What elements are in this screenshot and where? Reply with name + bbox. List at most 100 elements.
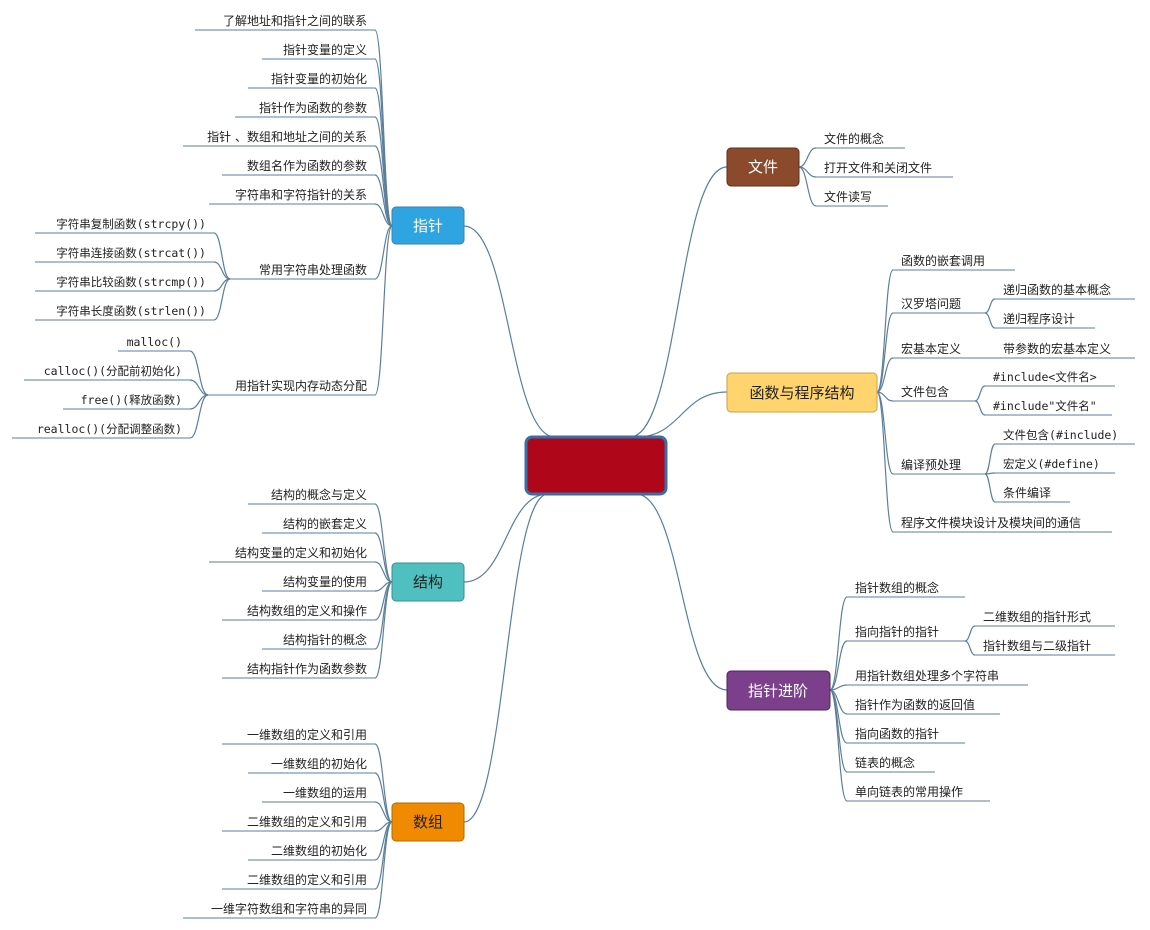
branch-node-pointer[interactable]: 指针	[391, 206, 465, 245]
advanced-ptr-array[interactable]: 指针数组的概念	[847, 580, 965, 598]
function-include-label: 文件包含	[901, 384, 949, 399]
function-modules[interactable]: 程序文件模块设计及模块间的通信	[893, 515, 1112, 533]
struct-item-0-label: 结构的概念与定义	[271, 487, 367, 502]
pointer-item-4[interactable]: 指针 、数组和地址之间的关系	[183, 129, 375, 147]
connector-array-item-2	[374, 801, 393, 823]
array-item-4[interactable]: 二维数组的初始化	[248, 843, 375, 861]
struct-item-4[interactable]: 结构数组的定义和操作	[222, 603, 375, 621]
dynamic-func-2[interactable]: free()(释放函数)	[63, 393, 190, 410]
pointer-item-1[interactable]: 指针变量的定义	[262, 42, 375, 60]
pointer-dynamic-alloc[interactable]: 用指针实现内存动态分配	[208, 378, 375, 396]
hanoi-item-0[interactable]: 递归函数的基本概念	[995, 282, 1135, 300]
branch-label-struct: 结构	[413, 573, 443, 591]
include-item-1[interactable]: #include"文件名"	[985, 399, 1112, 416]
advanced-item-1-label: 指针作为函数的返回值	[855, 697, 975, 712]
pointer-item-3[interactable]: 指针作为函数的参数	[235, 100, 375, 118]
preprocess-item-0-label: 文件包含(#include)	[1003, 428, 1118, 442]
function-hanoi[interactable]: 汉罗塔问题	[893, 297, 985, 314]
string-func-3[interactable]: 字符串长度函数(strlen())	[35, 304, 214, 321]
file-item-2[interactable]: 文件读写	[816, 189, 888, 207]
include-item-0[interactable]: #include<文件名>	[985, 370, 1115, 387]
connector-center-array	[463, 493, 549, 823]
string-func-2-label: 字符串比较函数(strcmp())	[56, 275, 206, 289]
pointer-item-0[interactable]: 了解地址和指针之间的联系	[195, 13, 375, 31]
connector-center-struct	[463, 493, 549, 583]
advanced-item-1[interactable]: 指针作为函数的返回值	[847, 697, 1000, 715]
connector-struct-item-2	[374, 561, 393, 583]
connector-center-file	[629, 166, 728, 438]
branch-label-array: 数组	[413, 813, 443, 831]
advanced-ptr-to-ptr[interactable]: 指向指针的指针	[847, 624, 965, 642]
pointer-item-2[interactable]: 指针变量的初始化	[248, 71, 375, 89]
array-item-3-label: 二维数组的定义和引用	[247, 814, 367, 829]
hanoi-item-1[interactable]: 递归程序设计	[995, 311, 1095, 329]
function-include[interactable]: 文件包含	[893, 384, 975, 402]
preprocess-item-0[interactable]: 文件包含(#include)	[995, 428, 1135, 445]
pointer-string-funcs-label: 常用字符串处理函数	[259, 262, 367, 277]
string-func-0-label: 字符串复制函数(strcpy())	[56, 217, 206, 231]
dynamic-func-0[interactable]: malloc()	[118, 335, 190, 352]
dynamic-func-1-label: calloc()(分配前初始化)	[44, 364, 182, 378]
branch-node-file[interactable]: 文件	[726, 147, 800, 187]
branch-node-struct[interactable]: 结构	[391, 562, 465, 602]
array-item-5-label: 二维数组的定义和引用	[247, 872, 367, 887]
dynamic-func-3[interactable]: realloc()(分配调整函数)	[12, 422, 190, 439]
connector-file-item-2	[798, 166, 817, 207]
string-func-0[interactable]: 字符串复制函数(strcpy())	[35, 217, 214, 234]
branch-node-function[interactable]: 函数与程序结构	[726, 372, 878, 413]
struct-item-3[interactable]: 结构变量的使用	[262, 574, 375, 592]
branch-node-advanced[interactable]: 指针进阶	[726, 670, 831, 711]
connector-string-func-0	[213, 232, 231, 280]
pointer-item-6-label: 字符串和字符指针的关系	[235, 187, 367, 202]
central-topic-node[interactable]	[524, 435, 668, 496]
struct-item-2[interactable]: 结构变量的定义和初始化	[209, 545, 375, 563]
advanced-item-0[interactable]: 用指针数组处理多个字符串	[847, 668, 1028, 686]
preprocess-item-1-label: 宏定义(#define)	[1003, 457, 1100, 471]
pointer-string-funcs[interactable]: 常用字符串处理函数	[230, 262, 375, 280]
string-func-3-label: 字符串长度函数(strlen())	[56, 304, 206, 318]
connector-function-modules	[876, 391, 894, 533]
file-item-0[interactable]: 文件的概念	[816, 131, 905, 149]
preprocess-item-2[interactable]: 条件编译	[995, 485, 1070, 503]
advanced-item-4[interactable]: 单向链表的常用操作	[847, 784, 990, 802]
function-preprocess[interactable]: 编译预处理	[893, 457, 985, 475]
connector-pointer-dynamic-alloc	[374, 225, 393, 396]
array-item-5[interactable]: 二维数组的定义和引用	[222, 872, 375, 890]
connector-struct-item-6	[374, 581, 393, 679]
advanced-ptr-to-ptr-label: 指向指针的指针	[855, 624, 939, 639]
array-item-2-label: 一维数组的运用	[283, 785, 367, 800]
preprocess-item-1[interactable]: 宏定义(#define)	[995, 457, 1115, 474]
connector-hanoi-item-1	[984, 312, 996, 329]
ptr-to-ptr-item-0[interactable]: 二维数组的指针形式	[975, 609, 1115, 627]
connector-advanced-ptr-to-ptr	[829, 640, 848, 691]
ptr-to-ptr-item-1[interactable]: 指针数组与二级指针	[975, 638, 1115, 656]
connector-center-pointer	[463, 225, 556, 438]
struct-item-6[interactable]: 结构指针作为函数参数	[222, 661, 375, 679]
function-nested-call[interactable]: 函数的嵌套调用	[893, 253, 1015, 271]
string-func-1[interactable]: 字符串连接函数(strcat())	[35, 246, 214, 263]
advanced-item-3[interactable]: 链表的概念	[847, 755, 935, 773]
connector-array-item-1	[374, 772, 393, 823]
branch-node-array[interactable]: 数组	[391, 802, 465, 842]
array-item-3[interactable]: 二维数组的定义和引用	[222, 814, 375, 832]
pointer-item-5[interactable]: 数组名作为函数的参数	[222, 158, 375, 176]
string-func-2[interactable]: 字符串比较函数(strcmp())	[35, 275, 214, 292]
advanced-item-2-label: 指向函数的指针	[855, 726, 939, 741]
function-macro[interactable]: 宏基本定义	[893, 341, 995, 359]
struct-item-1[interactable]: 结构的嵌套定义	[262, 516, 375, 534]
array-item-2[interactable]: 一维数组的运用	[262, 785, 375, 803]
dynamic-func-1[interactable]: calloc()(分配前初始化)	[24, 364, 190, 381]
struct-item-0[interactable]: 结构的概念与定义	[248, 487, 375, 505]
connector-ptr-to-ptr-item-0	[964, 625, 976, 642]
array-item-1[interactable]: 一维数组的初始化	[248, 756, 375, 774]
file-item-1[interactable]: 打开文件和关闭文件	[816, 160, 953, 178]
array-item-0[interactable]: 一维数组的定义和引用	[222, 727, 375, 745]
advanced-item-2[interactable]: 指向函数的指针	[847, 726, 965, 744]
struct-item-5[interactable]: 结构指针的概念	[262, 632, 375, 650]
array-item-6[interactable]: 一维字符数组和字符串的异同	[183, 901, 375, 919]
pointer-item-6[interactable]: 字符串和字符指针的关系	[209, 187, 375, 205]
macro-item-0[interactable]: 带参数的宏基本定义	[995, 341, 1135, 359]
connector-include-item-0	[974, 385, 986, 402]
struct-item-3-label: 结构变量的使用	[283, 574, 367, 589]
